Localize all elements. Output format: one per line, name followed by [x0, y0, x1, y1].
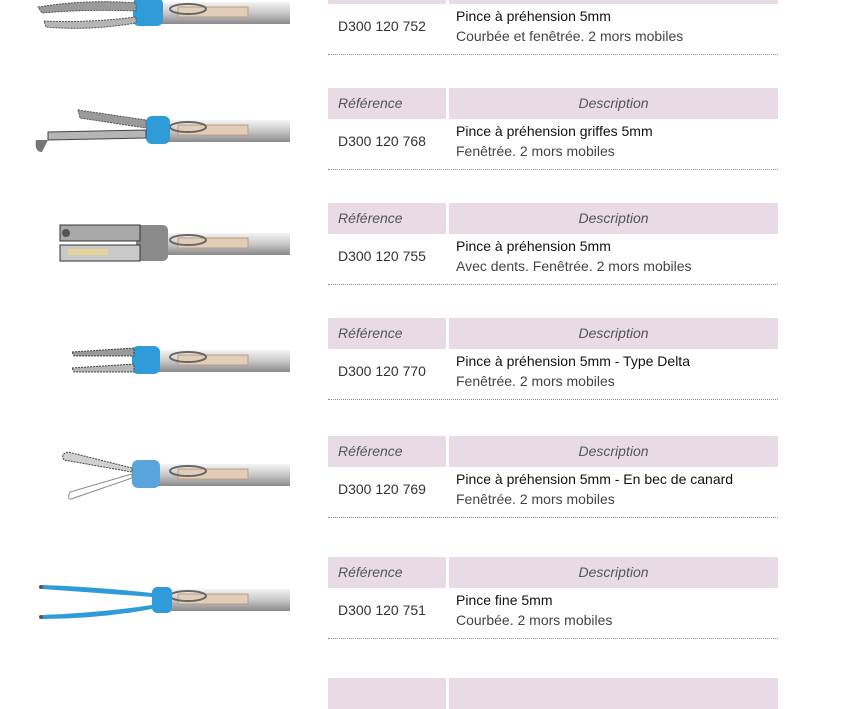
- table-row: D300 120 768 Pince à préhension griffes …: [328, 119, 778, 170]
- instrument-image: [28, 209, 290, 279]
- header-description: Description: [449, 203, 778, 234]
- product-block: Référence Description D300 120 752 Pince…: [0, 0, 845, 73]
- reference-code: D300 120 770: [338, 363, 426, 379]
- header-description: Description: [449, 88, 778, 119]
- header-reference: Référence: [328, 88, 446, 119]
- table-header: Référence Description: [328, 0, 778, 4]
- instrument-image: [28, 326, 290, 396]
- product-table: Référence Description D300 120 751 Pince…: [328, 557, 778, 639]
- reference-code: D300 120 755: [338, 248, 426, 264]
- product-table: Référence Description D300 120 768 Pince…: [328, 88, 778, 170]
- product-detail: Fenêtrée. 2 mors mobiles: [456, 373, 615, 389]
- next-table-header: [328, 678, 778, 709]
- table-row: D300 120 769 Pince à préhension 5mm - En…: [328, 467, 778, 518]
- header-description: Description: [449, 318, 778, 349]
- product-detail: Fenêtrée. 2 mors mobiles: [456, 491, 615, 507]
- header-reference: Référence: [328, 0, 446, 4]
- product-name: Pince à préhension 5mm: [456, 238, 611, 254]
- product-name: Pince à préhension griffes 5mm: [456, 123, 653, 139]
- header-reference: Référence: [328, 203, 446, 234]
- table-header: [328, 678, 778, 709]
- reference-code: D300 120 769: [338, 481, 426, 497]
- header-description: Description: [449, 557, 778, 588]
- table-header: Référence Description: [328, 436, 778, 467]
- product-block: Référence Description D300 120 769 Pince…: [0, 436, 845, 536]
- product-detail: Courbée et fenêtrée. 2 mors mobiles: [456, 28, 684, 44]
- header-description: Description: [449, 436, 778, 467]
- product-table: Référence Description D300 120 770 Pince…: [328, 318, 778, 400]
- product-name: Pince fine 5mm: [456, 592, 553, 608]
- table-header: Référence Description: [328, 318, 778, 349]
- header-description: Description: [449, 0, 778, 4]
- product-block: Référence Description D300 120 755 Pince…: [0, 203, 845, 303]
- reference-code: D300 120 751: [338, 602, 426, 618]
- table-row: D300 120 770 Pince à préhension 5mm - Ty…: [328, 349, 778, 400]
- table-header: Référence Description: [328, 557, 778, 588]
- table-row: D300 120 751 Pince fine 5mm Courbée. 2 m…: [328, 588, 778, 639]
- product-block: Référence Description D300 120 768 Pince…: [0, 88, 845, 188]
- header-reference: Référence: [328, 318, 446, 349]
- header-reference: [328, 678, 446, 709]
- product-detail: Avec dents. Fenêtrée. 2 mors mobiles: [456, 258, 692, 274]
- reference-code: D300 120 752: [338, 18, 426, 34]
- header-reference: Référence: [328, 557, 446, 588]
- product-name: Pince à préhension 5mm - En bec de canar…: [456, 471, 734, 487]
- product-block: Référence Description D300 120 770 Pince…: [0, 318, 845, 418]
- reference-code: D300 120 768: [338, 133, 426, 149]
- instrument-image: [28, 0, 290, 41]
- instrument-image: [28, 96, 290, 166]
- product-detail: Courbée. 2 mors mobiles: [456, 612, 613, 628]
- instrument-image: [28, 565, 290, 635]
- header-reference: Référence: [328, 436, 446, 467]
- table-row: D300 120 755 Pince à préhension 5mm Avec…: [328, 234, 778, 285]
- table-row: D300 120 752 Pince à préhension 5mm Cour…: [328, 4, 778, 55]
- header-description: [449, 678, 778, 709]
- product-name: Pince à préhension 5mm: [456, 8, 611, 24]
- product-table: Référence Description D300 120 755 Pince…: [328, 203, 778, 285]
- product-block: Référence Description D300 120 751 Pince…: [0, 557, 845, 657]
- product-table: Référence Description D300 120 769 Pince…: [328, 436, 778, 518]
- table-header: Référence Description: [328, 88, 778, 119]
- product-name: Pince à préhension 5mm - Type Delta: [456, 353, 690, 369]
- product-table: Référence Description D300 120 752 Pince…: [328, 0, 778, 55]
- product-detail: Fenêtrée. 2 mors mobiles: [456, 143, 615, 159]
- instrument-image: [28, 440, 290, 510]
- table-header: Référence Description: [328, 203, 778, 234]
